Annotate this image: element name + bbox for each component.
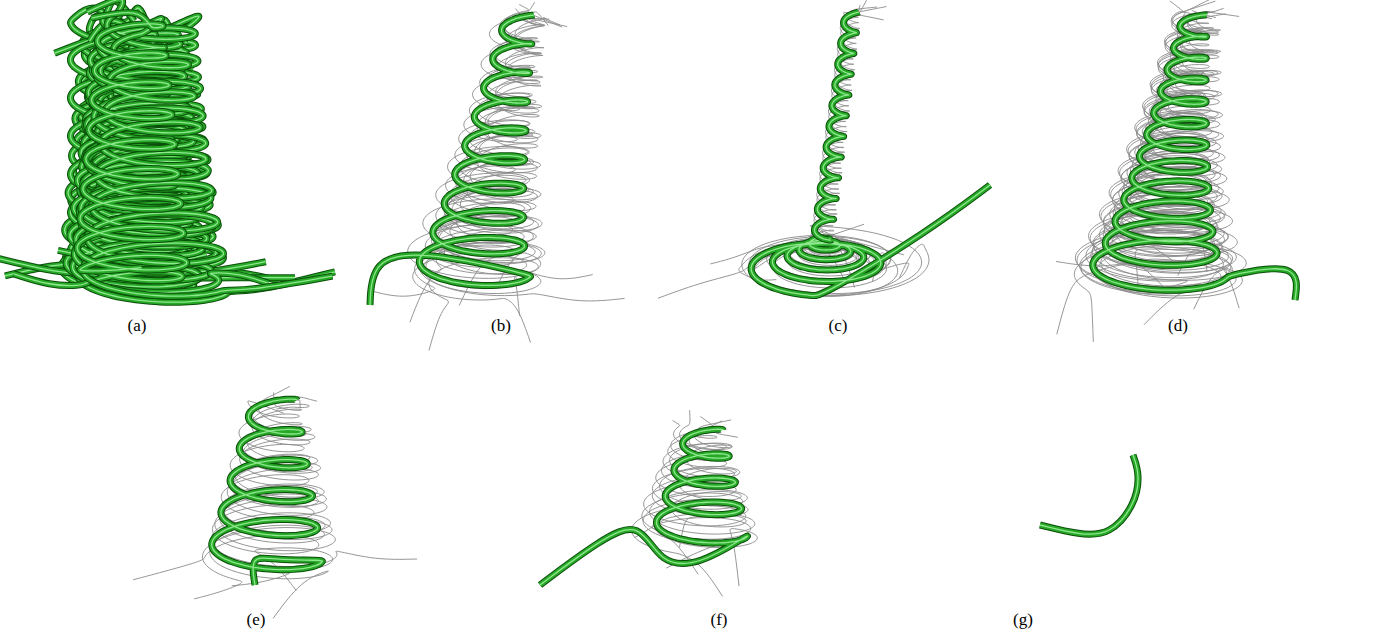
green-streamline-highlight bbox=[370, 15, 534, 305]
grey-streamline bbox=[211, 397, 417, 566]
green-streamline-highlight bbox=[1040, 455, 1138, 534]
green-streamline bbox=[370, 15, 534, 305]
grey-streamline bbox=[814, 5, 882, 258]
panel-label: (e) bbox=[247, 610, 266, 630]
panel-label: (g) bbox=[1013, 610, 1033, 630]
green-streamline bbox=[751, 185, 990, 296]
green-streamline bbox=[1040, 455, 1138, 534]
green-streamline bbox=[814, 12, 859, 240]
green-streamline bbox=[212, 399, 323, 585]
green-streamline-outline bbox=[1093, 15, 1297, 300]
panel-label: (b) bbox=[491, 316, 511, 336]
green-streamline-outline bbox=[370, 15, 534, 305]
grey-streamline bbox=[212, 386, 333, 590]
panel-label: (c) bbox=[829, 316, 848, 336]
green-streamline-highlight bbox=[540, 429, 747, 585]
panel-label: (f) bbox=[711, 610, 728, 630]
green-streamline-outline bbox=[1040, 455, 1138, 534]
grey-streamline bbox=[753, 12, 884, 270]
green-streamline-outline bbox=[814, 12, 859, 240]
green-streamline-highlight bbox=[77, 13, 187, 271]
grey-streamline bbox=[634, 410, 754, 537]
green-streamline-outline bbox=[751, 185, 990, 296]
green-streamline bbox=[1093, 15, 1297, 300]
green-streamline-highlight bbox=[212, 399, 323, 585]
green-streamline-highlight bbox=[751, 185, 990, 296]
panel-label: (d) bbox=[1168, 316, 1188, 336]
green-streamline-highlight bbox=[1093, 15, 1297, 300]
green-streamline-outline bbox=[540, 429, 747, 585]
green-streamline bbox=[540, 429, 747, 585]
green-streamline bbox=[77, 13, 187, 271]
grey-streamline bbox=[811, 9, 860, 278]
green-streamline-outline bbox=[77, 13, 187, 271]
panel-label: (a) bbox=[128, 316, 147, 336]
green-streamline-highlight bbox=[814, 12, 859, 240]
grey-streamline bbox=[194, 392, 335, 598]
green-streamline-outline bbox=[212, 399, 323, 585]
